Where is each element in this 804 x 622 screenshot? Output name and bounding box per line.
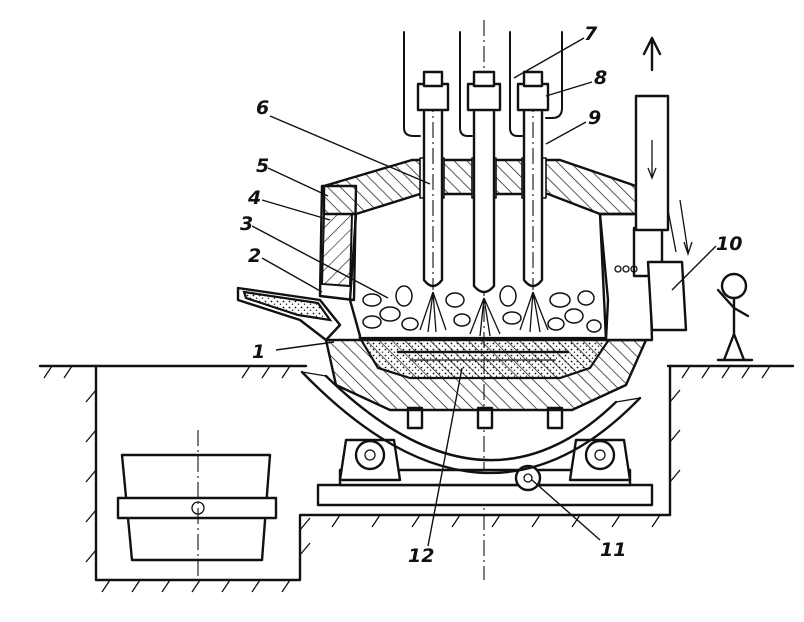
pouring-spout <box>236 286 342 342</box>
callout-labels: 1 2 3 4 5 6 7 8 9 10 11 12 <box>240 23 742 567</box>
callout-11: 11 <box>600 539 626 561</box>
callout-1: 1 <box>252 341 265 363</box>
callout-10: 10 <box>716 233 742 255</box>
callout-6: 6 <box>256 97 269 119</box>
callout-12: 12 <box>408 545 434 567</box>
callout-7: 7 <box>584 23 598 45</box>
rocker-cradle <box>300 370 642 475</box>
electric-arcs <box>419 291 549 337</box>
callout-8: 8 <box>594 67 607 89</box>
ladle <box>116 430 278 580</box>
callout-4: 4 <box>247 187 261 209</box>
scrap-charge <box>362 285 602 333</box>
callout-5: 5 <box>256 155 269 177</box>
callout-3: 3 <box>240 213 253 235</box>
callout-9: 9 <box>588 107 601 129</box>
electrodes <box>403 31 563 294</box>
callout-2: 2 <box>248 245 261 267</box>
tilting-foundation <box>316 438 654 507</box>
exhaust-stack <box>634 36 693 257</box>
furnace-hearth <box>324 336 648 412</box>
operator-figure <box>716 272 754 362</box>
ground-and-pit <box>38 364 795 593</box>
leader-lines <box>251 37 717 547</box>
